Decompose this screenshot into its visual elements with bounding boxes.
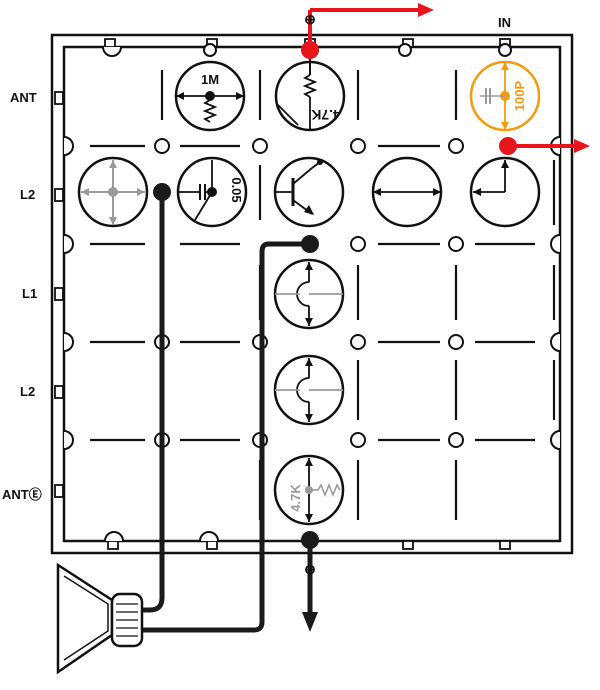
resistor-4k7-bottom-label: 4.7K bbox=[288, 484, 303, 512]
wire-component-straight bbox=[371, 156, 443, 228]
label-ant: ANT bbox=[10, 90, 37, 105]
resistor-1m: 1M bbox=[174, 60, 246, 132]
wire-component-corner bbox=[469, 156, 541, 228]
board-left-tabs bbox=[54, 91, 64, 498]
resistor-1m-label: 1M bbox=[201, 72, 219, 87]
resistor-4k7-top: 4.7K bbox=[274, 50, 346, 132]
label-ant-ground: ANTⒺ bbox=[2, 487, 42, 502]
transistor bbox=[273, 156, 345, 228]
resistor-4k7-bottom: 4.7K bbox=[273, 454, 345, 526]
positive-terminal-arrow bbox=[301, 3, 434, 59]
label-l1: L1 bbox=[22, 286, 38, 301]
label-l2-bottom: L2 bbox=[20, 384, 36, 399]
capacitor-100p-label: 100P bbox=[512, 80, 527, 111]
resistor-4k7-top-label: 4.7K bbox=[311, 107, 341, 123]
coil-l1 bbox=[273, 258, 345, 330]
speaker-icon bbox=[56, 562, 144, 675]
negative-terminal-arrow bbox=[302, 612, 318, 632]
label-in: IN bbox=[498, 15, 511, 30]
edge-holes bbox=[63, 46, 561, 542]
capacitor-005: 0.05 bbox=[176, 156, 248, 228]
capacitor-005-label: 0.05 bbox=[229, 177, 244, 202]
coil-l2 bbox=[273, 354, 345, 426]
capacitor-100p: 100P bbox=[469, 60, 541, 132]
label-l2-top: L2 bbox=[20, 187, 36, 202]
negative-symbol: ⊖ bbox=[304, 561, 316, 577]
positive-symbol: ⊕ bbox=[304, 11, 316, 27]
ghost-component-left bbox=[77, 156, 149, 228]
black-wires bbox=[137, 189, 313, 633]
wire-joints bbox=[153, 183, 319, 549]
output-signal-arrow bbox=[499, 137, 590, 155]
